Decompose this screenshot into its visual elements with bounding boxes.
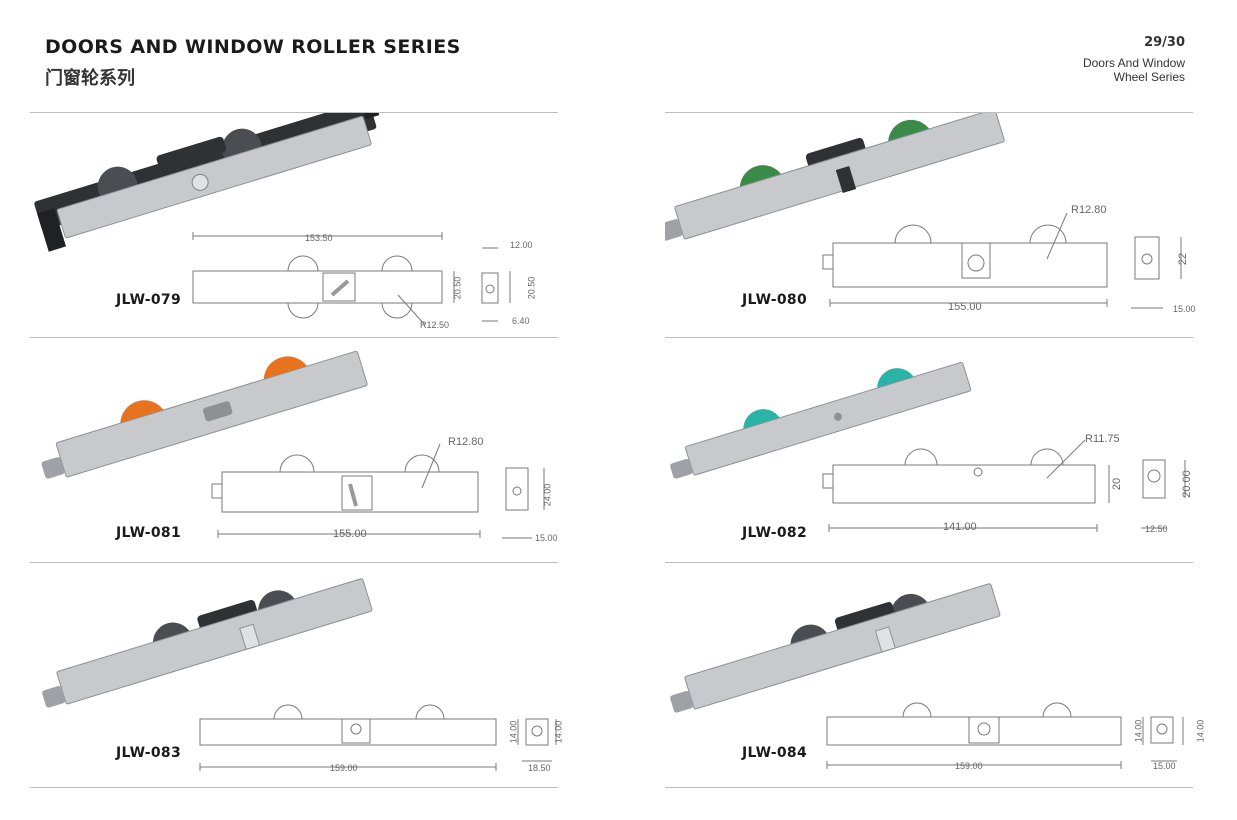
dimension-radius: R12.80 bbox=[1071, 204, 1107, 216]
dimension-side-height: 20.00 bbox=[1180, 470, 1193, 498]
technical-drawing-jlw-082 bbox=[822, 439, 1186, 532]
technical-drawing-jlw-083 bbox=[199, 704, 557, 771]
product-card-jlw-079: JLW-079 153.50 20.50 12.00 20.50 6.40 R1… bbox=[30, 113, 570, 337]
dimension-length: 155.00 bbox=[333, 528, 367, 540]
product-card-jlw-082: JLW-082 R11.75 141.00 20 20.00 12.50 bbox=[665, 338, 1205, 562]
divider bbox=[665, 562, 1193, 563]
dimension-width-bottom: 15.00 bbox=[1173, 304, 1196, 314]
technical-drawing-jlw-084 bbox=[826, 702, 1184, 769]
roller-photo-jlw-084 bbox=[670, 583, 1001, 713]
dimension-width-bottom: 6.40 bbox=[512, 316, 530, 326]
divider bbox=[30, 562, 558, 563]
dimension-length: 141.00 bbox=[943, 521, 977, 533]
dimension-width-top: 12.00 bbox=[510, 240, 533, 250]
product-card-jlw-083: JLW-083 159.00 14.00 14.00 18.50 bbox=[30, 563, 570, 787]
roller-photo-jlw-079 bbox=[34, 113, 380, 252]
series-label-line1: Doors And Window bbox=[1082, 56, 1185, 70]
dimension-radius: R12.50 bbox=[420, 320, 450, 330]
dimension-side-height: 14.00 bbox=[1195, 719, 1206, 743]
product-card-jlw-080: JLW-080 R12.80 155.00 22 15.00 bbox=[665, 113, 1205, 337]
dimension-radius: R11.75 bbox=[1085, 433, 1120, 445]
dimension-height: 20.50 bbox=[452, 276, 463, 300]
divider bbox=[30, 112, 558, 113]
dimension-height: 14.00 bbox=[508, 720, 519, 744]
product-card-jlw-081: JLW-081 R12.80 155.00 24.00 15.00 bbox=[30, 338, 570, 562]
roller-photo-jlw-082 bbox=[670, 361, 972, 479]
divider bbox=[665, 787, 1193, 788]
model-number: JLW-082 bbox=[742, 525, 807, 541]
roller-photo-jlw-083 bbox=[42, 578, 373, 708]
dimension-side-height: 22 bbox=[1177, 252, 1190, 266]
dimension-side-height: 20.50 bbox=[526, 276, 537, 300]
technical-drawing-jlw-080 bbox=[822, 212, 1182, 309]
model-number: JLW-081 bbox=[116, 525, 181, 541]
dimension-side-height: 14.00 bbox=[553, 720, 564, 744]
dimension-radius: R12.80 bbox=[448, 436, 484, 448]
divider bbox=[665, 337, 1193, 338]
divider bbox=[30, 787, 558, 788]
dimension-length: 159.00 bbox=[330, 763, 358, 773]
page-number: 29/30 bbox=[1144, 35, 1185, 50]
dimension-width-bottom: 15.00 bbox=[535, 533, 558, 543]
series-label-line2: Wheel Series bbox=[1113, 70, 1185, 84]
dimension-width-bottom: 12.50 bbox=[1145, 524, 1168, 534]
dimension-height: 14.00 bbox=[1133, 719, 1144, 743]
dimension-length: 153.50 bbox=[305, 233, 333, 243]
roller-photo-jlw-080 bbox=[665, 113, 1005, 241]
dimension-width-bottom: 15.00 bbox=[1153, 761, 1176, 771]
dimension-side-height: 24.00 bbox=[542, 483, 553, 507]
divider bbox=[665, 112, 1193, 113]
roller-photo-jlw-081 bbox=[41, 350, 368, 479]
technical-drawing-jlw-079 bbox=[192, 232, 511, 326]
model-number: JLW-079 bbox=[116, 292, 181, 308]
model-number: JLW-080 bbox=[742, 292, 807, 308]
divider bbox=[30, 337, 558, 338]
page-title-chinese: 门窗轮系列 bbox=[45, 68, 135, 89]
dimension-width-bottom: 18.50 bbox=[528, 763, 551, 773]
dimension-height: 20 bbox=[1111, 477, 1124, 491]
dimension-length: 155.00 bbox=[948, 301, 982, 313]
technical-drawing-jlw-081 bbox=[211, 443, 545, 539]
product-card-jlw-084: JLW-084 159.00 14.00 14.00 15.00 bbox=[665, 563, 1205, 787]
model-number: JLW-083 bbox=[116, 745, 181, 761]
dimension-length: 159.00 bbox=[955, 761, 983, 771]
model-number: JLW-084 bbox=[742, 745, 807, 761]
page-title: DOORS AND WINDOW ROLLER SERIES bbox=[45, 36, 461, 58]
